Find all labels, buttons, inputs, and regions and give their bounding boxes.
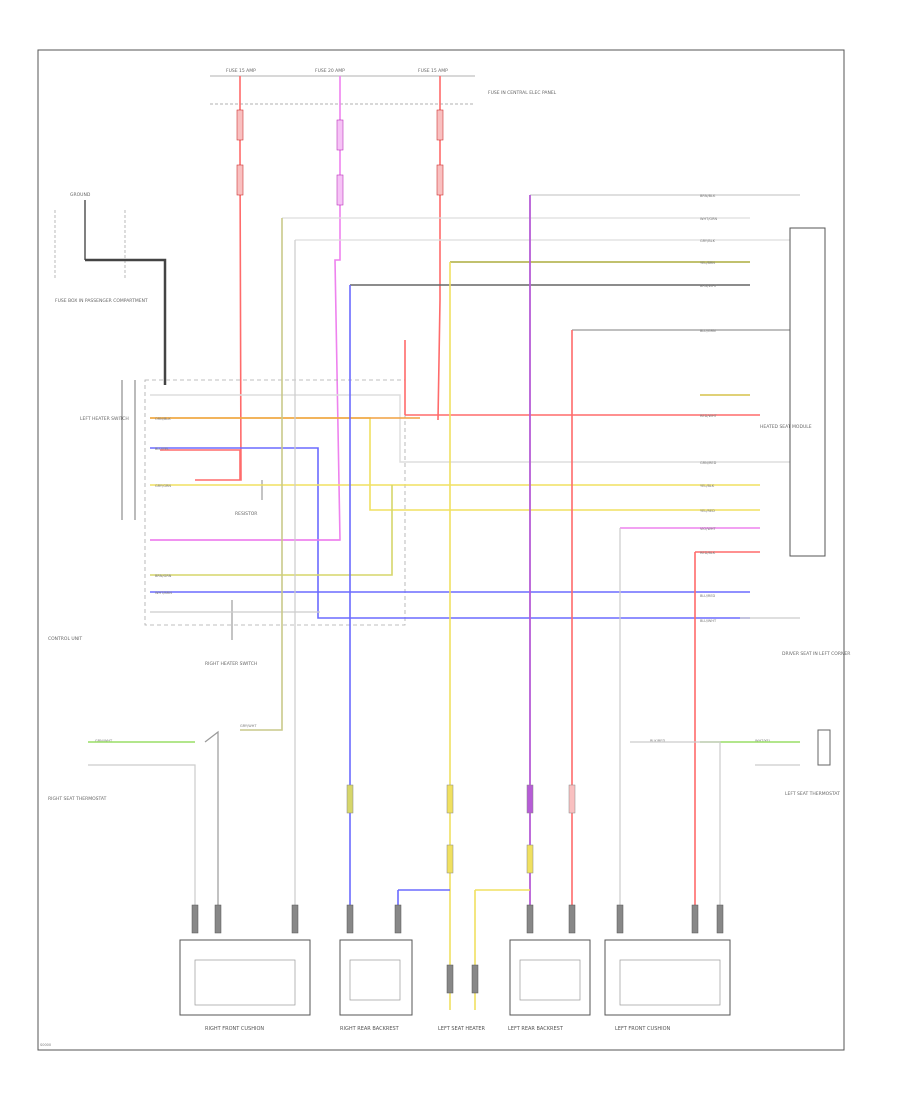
wire-label-4: YEL/BRN <box>700 261 715 265</box>
left-thermostat-label: LEFT SEAT THERMOSTAT <box>785 791 840 797</box>
wire-label-6: BLU/GRN <box>700 329 716 333</box>
lf-cushion-label: LEFT FRONT CUSHION <box>615 1026 671 1032</box>
control-unit: LEFT HEATER SWITCH CONTROL UNIT RESISTOR… <box>48 379 406 667</box>
right-heater-switch-label: RIGHT HEATER SWITCH <box>205 661 257 667</box>
fuse-feed-wires <box>150 76 444 541</box>
module-wires <box>282 194 800 619</box>
fuse-box-note: FUSE BOX IN PASSENGER COMPARTMENT <box>55 298 148 304</box>
wire-label-13: YEL/RED <box>700 509 715 513</box>
right-thermostat-label: RIGHT SEAT THERMOSTAT <box>48 796 107 802</box>
wire-label-19: BRN/GRN <box>155 574 172 578</box>
wire-label-18: GRY/GRN <box>155 484 171 488</box>
wire-label-9: GRN/RED <box>700 461 717 465</box>
wire-label-7: YEL/BLK <box>700 484 715 488</box>
wire-label-14: GRN/WHT <box>95 739 113 743</box>
wire-label-17: VIO/WHT <box>700 527 716 531</box>
wire-label-22: BLK/RED <box>650 739 665 743</box>
lr-backrest-label: LEFT REAR BACKREST <box>508 1026 564 1032</box>
top-fuse-block: FUSE 15 AMP FUSE 20 AMP FUSE 15 AMP FUSE… <box>210 68 557 105</box>
left-ground-block: GROUND FUSE BOX IN PASSENGER COMPARTMENT <box>54 192 167 385</box>
diagram-frame <box>37 49 845 1051</box>
rr-backrest-label: RIGHT REAR BACKREST <box>340 1026 400 1032</box>
wire-label-10: BLU/RED <box>700 594 716 598</box>
wire-label-16: BLU/WHT <box>700 619 717 623</box>
rf-cushion-label: RIGHT FRONT CUSHION <box>205 1026 264 1032</box>
control-wires <box>150 394 790 619</box>
seat-labels: RIGHT FRONT CUSHION RIGHT REAR BACKREST … <box>205 1026 671 1032</box>
control-unit-label: CONTROL UNIT <box>48 636 82 642</box>
heated-seat-module-label: HEATED SEAT MODULE <box>760 424 812 430</box>
wire-label-1: BRN/BLK <box>700 194 716 198</box>
wire-label-23: WHT/YEL <box>755 739 771 743</box>
fuse-a-label: FUSE 15 AMP <box>226 68 256 74</box>
wire-label-2: WHT/GRN <box>700 217 718 221</box>
fuse-c-label: FUSE 15 AMP <box>418 68 448 74</box>
wire-label-11: ORN/BLK <box>155 417 171 421</box>
wire-label-15: RED/BLK <box>700 551 716 555</box>
heated-seat-module: HEATED SEAT MODULE DRIVER SEAT IN LEFT C… <box>760 227 850 657</box>
wire-label-3: GRY/BLK <box>700 239 716 243</box>
wire-labels: BRN/BLK WHT/GRN GRY/BLK YEL/BRN BRN/WHT … <box>95 194 771 743</box>
fuse-note-label: FUSE IN CENTRAL ELEC PANEL <box>488 90 557 96</box>
left-seat-heater-label: LEFT SEAT HEATER <box>438 1026 486 1032</box>
wire-label-12: BLU/YEL <box>155 447 169 451</box>
wire-label-5: BRN/WHT <box>700 284 718 288</box>
ground-label: GROUND <box>70 192 91 198</box>
fuse-b-label: FUSE 20 AMP <box>315 68 345 74</box>
wire-label-21: GRY/WHT <box>240 724 257 728</box>
trunk-wires <box>240 195 696 1010</box>
wire-label-20: WHT/BRN <box>155 591 172 595</box>
driver-seat-note: DRIVER SEAT IN LEFT CORNER <box>782 651 850 657</box>
resistor-label: RESISTOR <box>235 511 257 517</box>
diagram-code: S0000 <box>40 1043 51 1047</box>
wire-label-8: RED/WHT <box>700 414 718 418</box>
left-heater-switch-label: LEFT HEATER SWITCH <box>80 416 129 422</box>
connectors <box>191 784 724 994</box>
thermostats: RIGHT SEAT THERMOSTAT LEFT SEAT THERMOST… <box>48 729 840 910</box>
seat-elements <box>179 939 731 1016</box>
